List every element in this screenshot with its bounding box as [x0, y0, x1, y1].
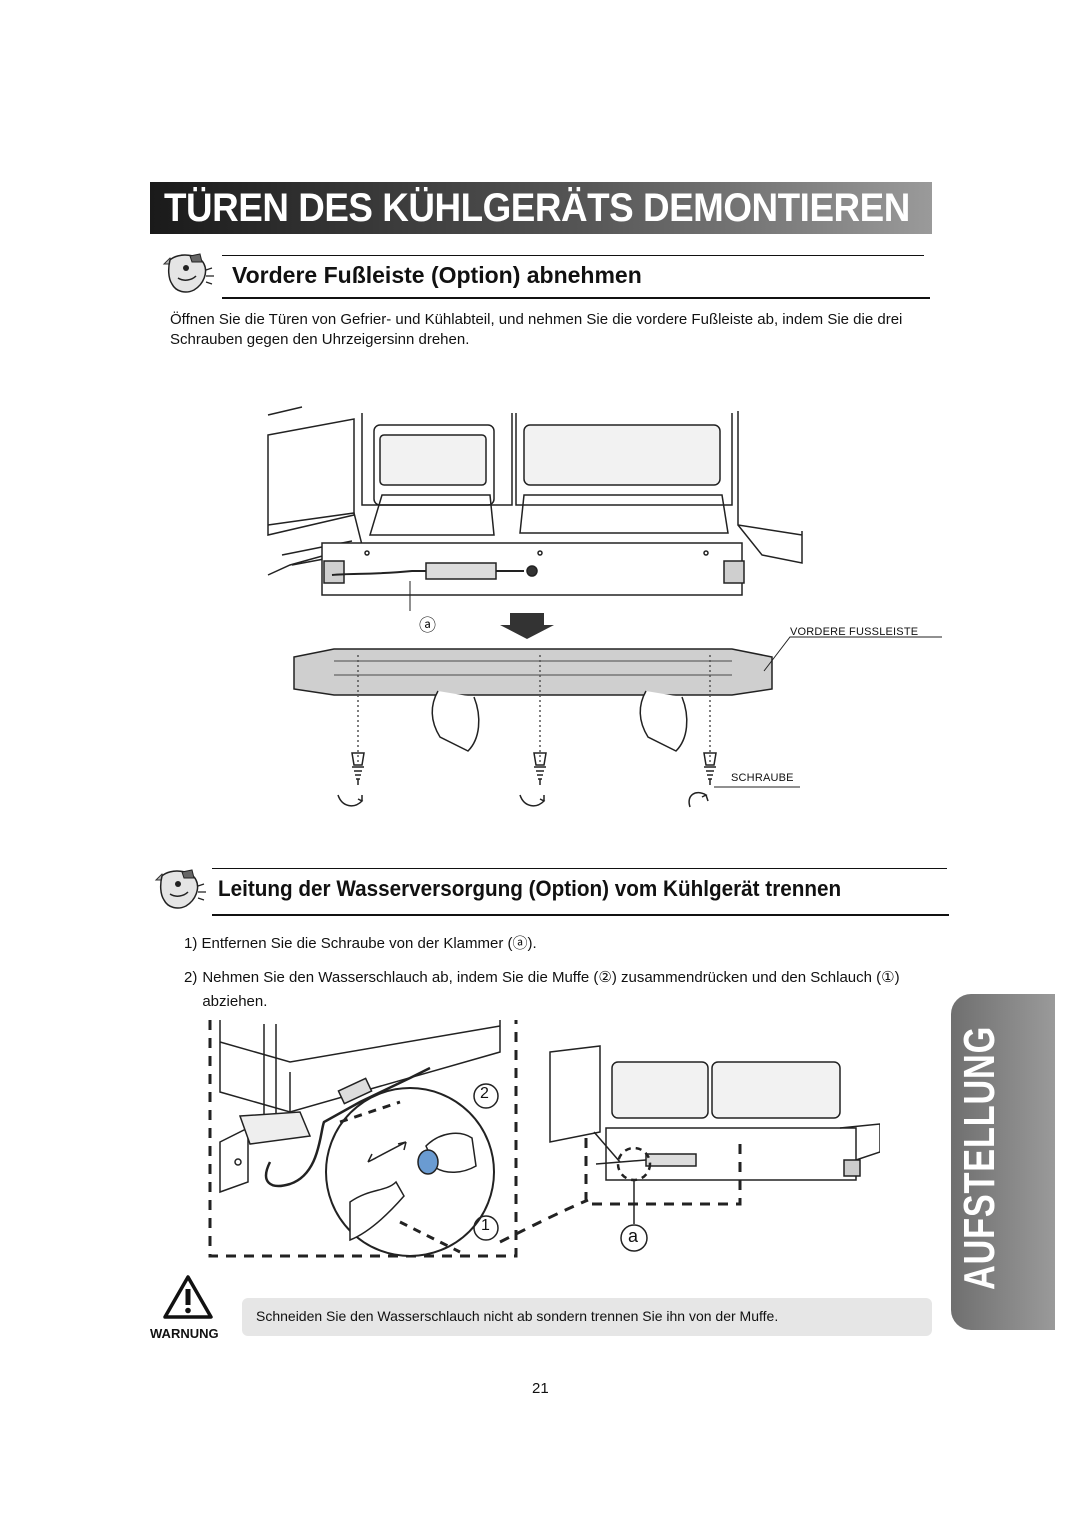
side-tab: [951, 994, 1055, 1330]
step-1-number: 1): [184, 935, 198, 952]
section1-rule-top: [222, 255, 924, 256]
step-1-text: Entfernen Sie die Schraube von der Klamm…: [201, 935, 537, 952]
callout-1: 1: [481, 1217, 491, 1234]
mascot-icon: [152, 866, 208, 917]
warning-icon: [162, 1274, 214, 1325]
section1-heading: Vordere Fußleiste (Option) abnehmen: [232, 262, 642, 288]
step-2-text: Nehmen Sie den Wasserschlauch ab, indem …: [202, 969, 900, 1010]
section2-rule-top: [212, 868, 947, 869]
page-title: TÜREN DES KÜHLGERÄTS DEMONTIEREN: [164, 186, 910, 230]
figure-plinth-removal: [262, 405, 952, 825]
mascot-icon: [160, 250, 216, 301]
label-plinth: VORDERE FUSSLEISTE: [790, 626, 919, 638]
side-tab-label: AUFSTELLUNG: [955, 1025, 1004, 1290]
page-number: 21: [532, 1380, 549, 1397]
warning-box: [242, 1298, 932, 1336]
callout-a-plinth: ⓐ: [419, 616, 437, 635]
step-2-number: 2): [184, 969, 198, 986]
section2-rule-bottom: [212, 914, 949, 916]
callout-2: 2: [480, 1085, 490, 1102]
step-2: 2) Nehmen Sie den Wasserschlauch ab, ind…: [184, 966, 924, 1014]
figure-water-line: [200, 1012, 881, 1272]
section2-heading: Leitung der Wasserversorgung (Option) vo…: [218, 876, 842, 901]
step-1: 1) Entfernen Sie die Schraube von der Kl…: [184, 934, 924, 954]
label-screw: SCHRAUBE: [731, 772, 794, 784]
title-bar: [150, 182, 932, 234]
section1-text: Öffnen Sie die Türen von Gefrier- und Kü…: [170, 311, 903, 348]
section1-rule-bottom: [222, 297, 930, 299]
warning-label: WARNUNG: [150, 1326, 219, 1341]
callout-a-water: a: [628, 1226, 639, 1246]
warning-text: Schneiden Sie den Wasserschlauch nicht a…: [256, 1308, 779, 1324]
